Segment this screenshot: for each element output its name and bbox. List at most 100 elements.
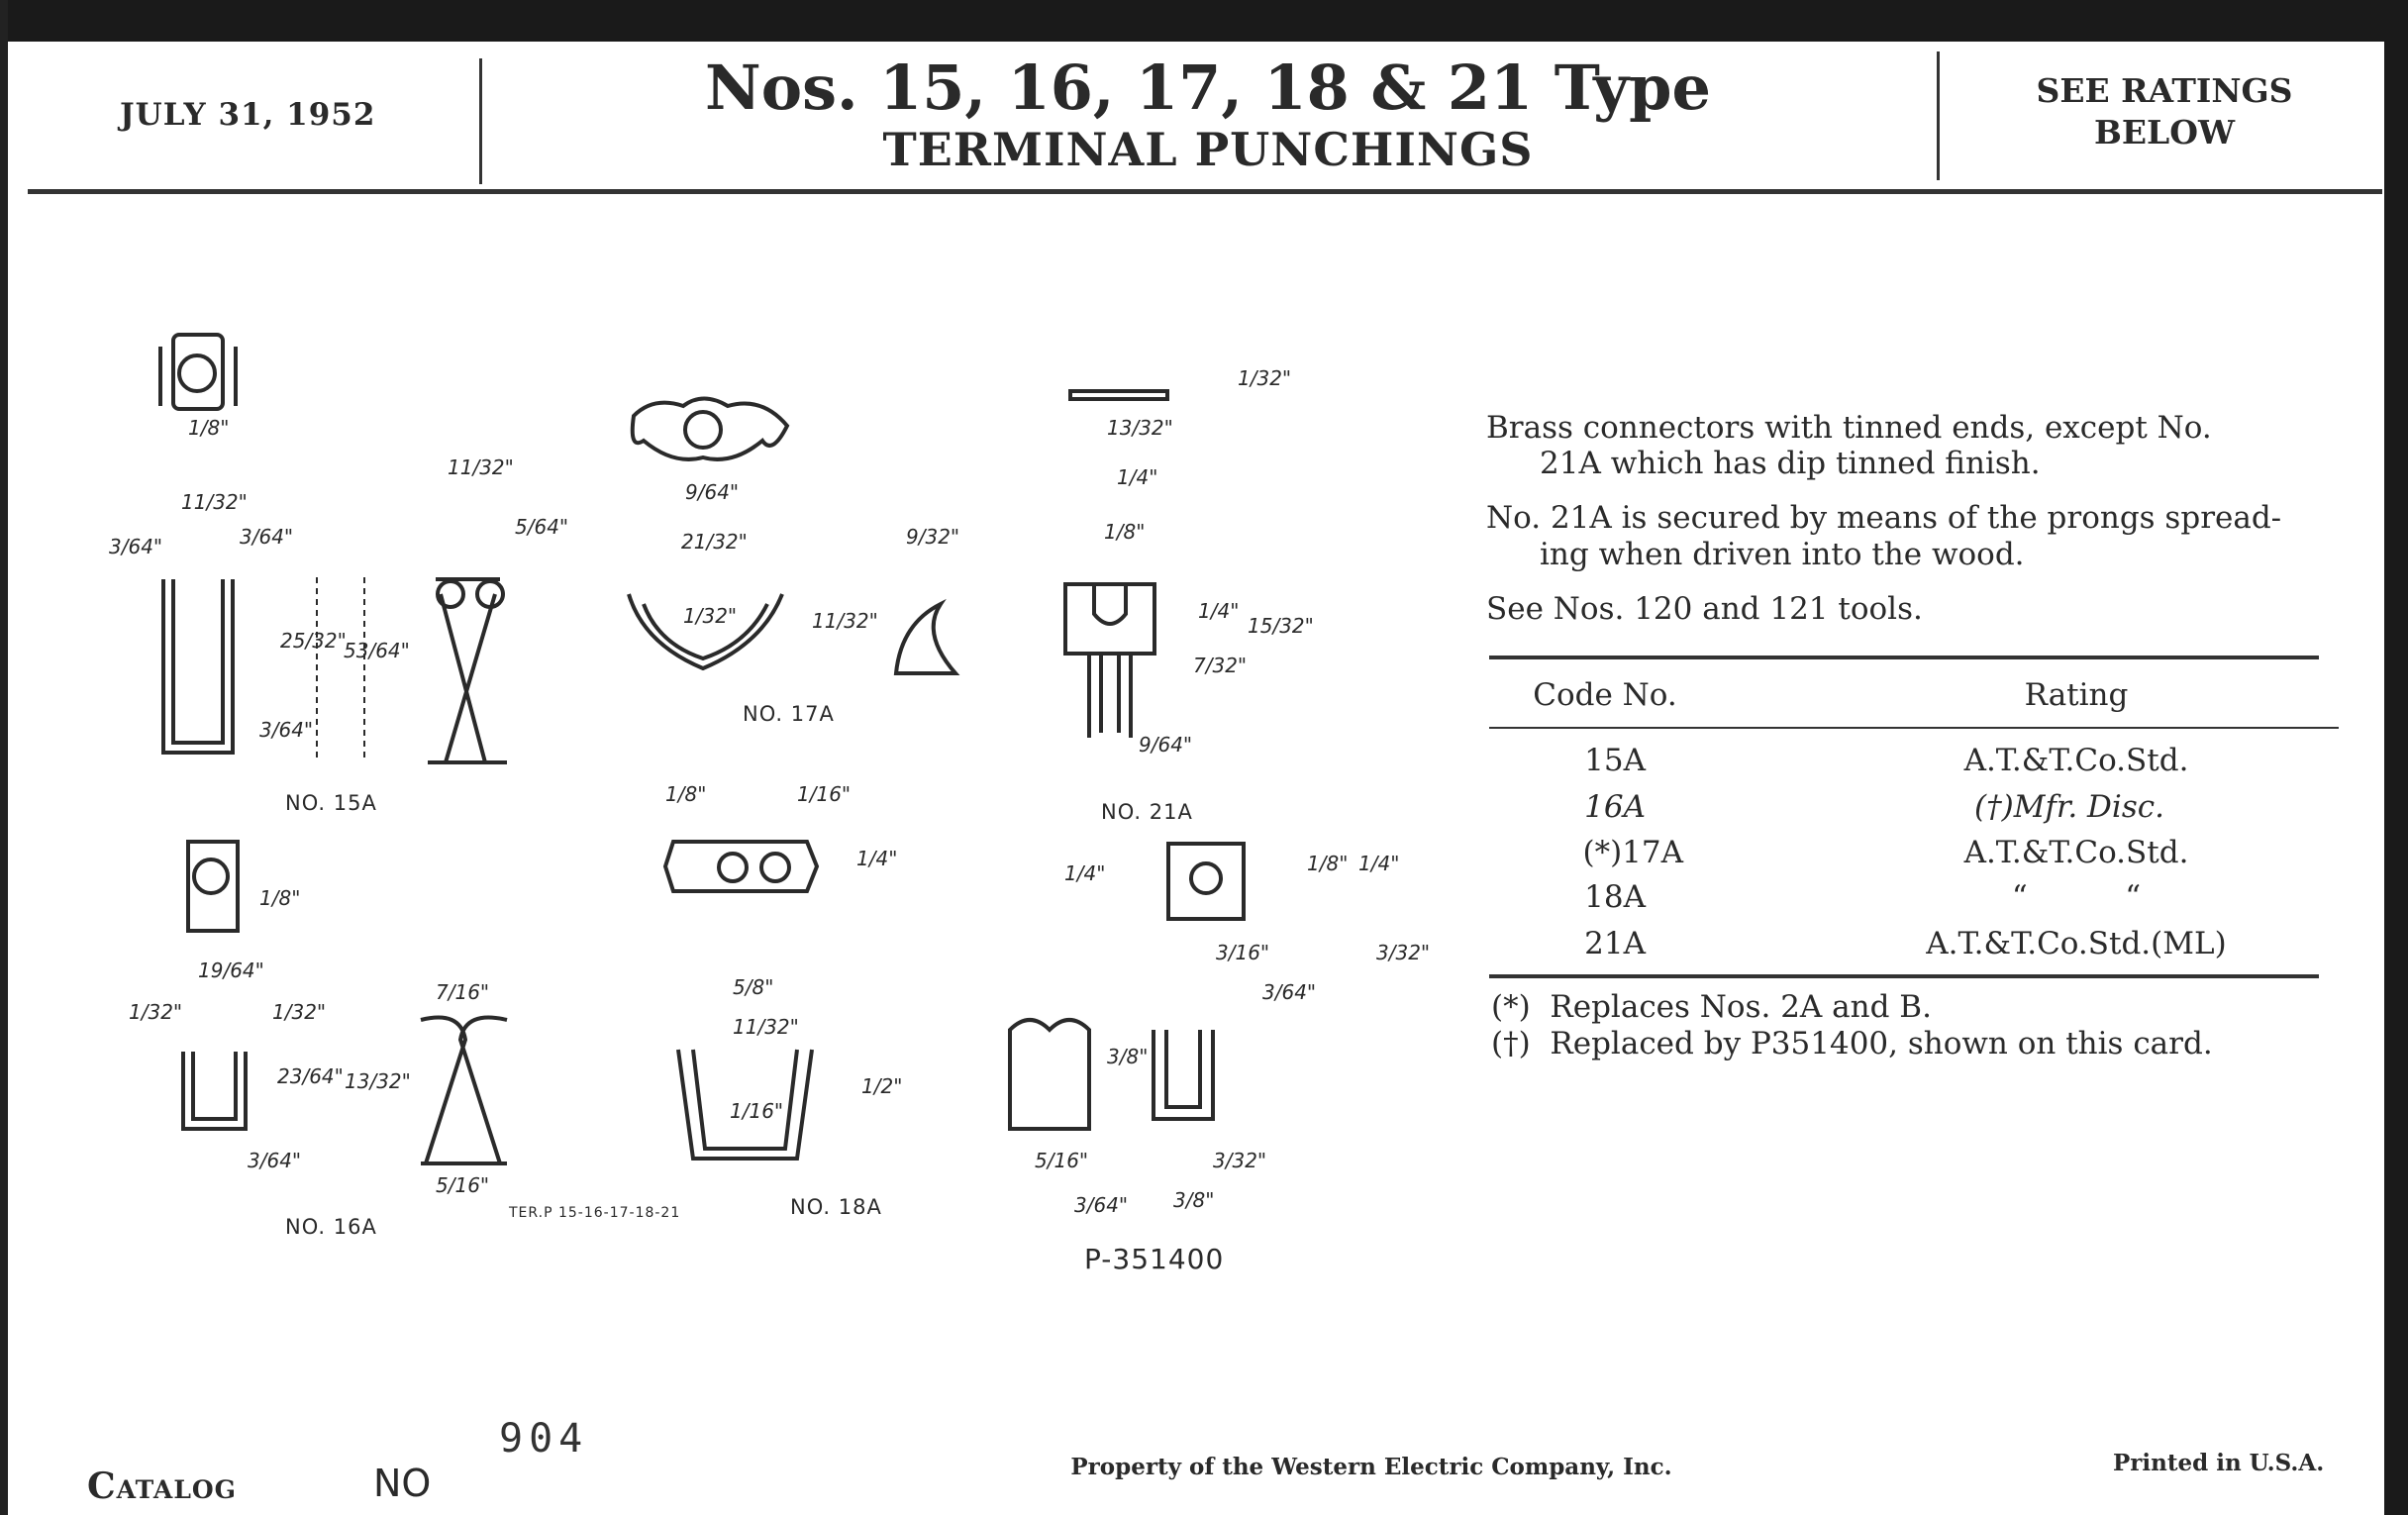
dimension: 1/32" [683, 604, 738, 628]
description-line: ing when driven into the wood. [1540, 537, 2025, 572]
description-line: See Nos. 120 and 121 tools. [1486, 591, 1923, 627]
dimension: 3/64" [1262, 980, 1317, 1004]
dimension: 7/16" [436, 980, 490, 1004]
table-cell-code: 16A [1485, 789, 1725, 825]
drawing-label: NO. 15A [285, 791, 377, 815]
dimension: 5/8" [733, 975, 774, 999]
drawing-label: NO. 21A [1101, 800, 1193, 824]
scan-border-top [0, 0, 2408, 42]
dimension: 53/64" [344, 639, 410, 662]
table-cell-code: (*)17A [1485, 835, 1725, 870]
drawing-21a [1063, 389, 1169, 738]
table-cell-code: 21A [1485, 926, 1725, 961]
dimension: 19/64" [198, 959, 264, 982]
table-rule [1489, 656, 2319, 659]
dimension: 1/4" [1198, 599, 1240, 623]
drawing-label: P-351400 [1084, 1243, 1225, 1275]
scan-border-left [0, 0, 8, 1515]
dimension: 15/32" [1248, 614, 1314, 638]
property-notice: Property of the Western Electric Company… [1070, 1454, 1672, 1480]
drawing-17a [627, 396, 960, 675]
column-header-code: Code No. [1533, 677, 1677, 713]
dimension: 1/8" [259, 886, 301, 910]
table-cell-rating: A.T.&T.Co.Std. [1963, 743, 2189, 778]
dimension: 1/4" [856, 847, 898, 870]
table-note: (†) Replaced by P351400, shown on this c… [1491, 1026, 2213, 1061]
dimension: 1/32" [272, 1000, 327, 1024]
drawing-18a [662, 840, 820, 1161]
dimension: 21/32" [681, 530, 748, 554]
dimension: 1/4" [1117, 465, 1158, 489]
dimension: 11/32" [448, 455, 514, 479]
code-text: 16A [1584, 789, 1646, 825]
dimension: 1/16" [797, 782, 852, 806]
dimension: 1/8" [665, 782, 707, 806]
dimension: 5/16" [1035, 1149, 1089, 1172]
ratings-note: BELOW [2093, 113, 2236, 152]
table-cell-rating: A.T.&T.Co.Std. [1963, 835, 2189, 870]
header-divider [1937, 51, 1940, 180]
scan-border-right [2384, 0, 2408, 1515]
ratings-note: SEE RATINGS [2036, 71, 2293, 110]
drawing-label: NO. 17A [743, 702, 835, 726]
catalog-number: 904 [499, 1416, 589, 1462]
description-line: Brass connectors with tinned ends, excep… [1486, 410, 2212, 446]
code-text: 21A [1584, 926, 1646, 961]
table-cell-rating: A.T.&T.Co.Std.(ML) [1926, 926, 2227, 961]
table-rule [1489, 974, 2319, 978]
dimension: 9/64" [685, 480, 740, 504]
catalog-no-label: NO [373, 1462, 432, 1505]
dimension: 7/32" [1193, 654, 1248, 677]
dimension: 13/32" [1107, 416, 1173, 440]
dimension: 1/8" [188, 416, 230, 440]
dimension: 5/16" [436, 1173, 490, 1197]
table-cell-code: 18A [1485, 879, 1725, 915]
dimension: 1/2" [861, 1074, 903, 1098]
printed-notice: Printed in U.S.A. [2113, 1450, 2325, 1476]
dimension: 11/32" [812, 609, 878, 633]
table-note: (*) Replaces Nos. 2A and B. [1491, 989, 1932, 1025]
dimension: 1/16" [730, 1099, 784, 1123]
dimension: 3/32" [1376, 941, 1431, 964]
card-title: Nos. 15, 16, 17, 18 & 21 Type [705, 51, 1711, 124]
code-text: (*)17A [1582, 835, 1683, 870]
dimension: 1/8" [1307, 852, 1349, 875]
drawing-15a [158, 333, 507, 764]
card-subtitle: TERMINAL PUNCHINGS [882, 123, 1534, 176]
table-cell-rating: (†)Mfr. Disc. [1974, 789, 2164, 825]
dimension: 1/4" [1064, 861, 1106, 885]
dimension: 1/8" [1104, 520, 1146, 544]
dimension: 9/32" [906, 525, 960, 549]
dimension: 13/32" [345, 1069, 411, 1093]
dimension: 9/64" [1139, 733, 1193, 757]
dimension: 3/16" [1216, 941, 1270, 964]
drawing-p351400 [1008, 842, 1246, 1131]
dimension: 3/64" [240, 525, 294, 549]
table-rule [1489, 727, 2339, 729]
dimension: 3/64" [248, 1149, 302, 1172]
dimension: 23/64" [277, 1064, 344, 1088]
card-date: JULY 31, 1952 [120, 97, 376, 133]
dimension: 3/64" [259, 718, 314, 742]
column-header-rating: Rating [2024, 677, 2129, 713]
dimension: 11/32" [733, 1015, 799, 1039]
header-divider [479, 58, 482, 184]
description-line: 21A which has dip tinned finish. [1540, 446, 2041, 481]
dimension: 1/32" [1238, 366, 1292, 390]
drawing-label: NO. 16A [285, 1215, 377, 1239]
table-cell-rating: “ “ [2011, 879, 2142, 915]
dimension: 3/32" [1213, 1149, 1267, 1172]
drawing-ref: TER.P 15-16-17-18-21 [509, 1205, 681, 1221]
header-rule [28, 189, 2382, 194]
dimension: 11/32" [181, 490, 248, 514]
dimension: 3/8" [1173, 1188, 1215, 1212]
dimension: 3/8" [1107, 1045, 1149, 1068]
catalog-label: Catalog [87, 1465, 238, 1507]
dimension: 1/4" [1358, 852, 1400, 875]
code-text: 18A [1584, 879, 1646, 915]
code-text: 15A [1584, 743, 1646, 778]
dimension: 3/64" [1074, 1193, 1129, 1217]
drawing-label: NO. 18A [790, 1195, 882, 1219]
drawing-16a [181, 840, 508, 1165]
dimension: 5/64" [515, 515, 569, 539]
